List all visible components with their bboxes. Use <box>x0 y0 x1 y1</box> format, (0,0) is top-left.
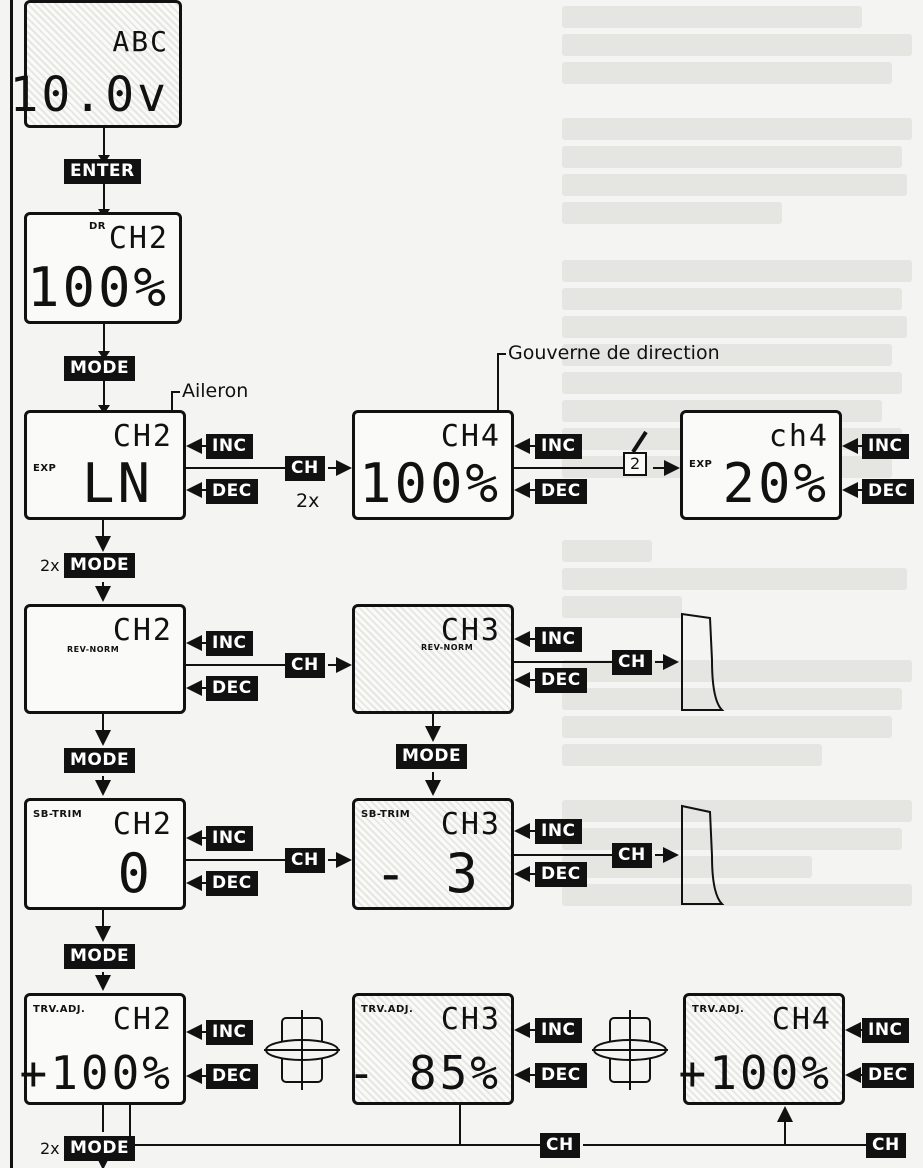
switch-lever <box>631 430 648 454</box>
lcd-big-value: 0 <box>117 842 153 905</box>
lcd-screen-ch4-rate: CH4 100 <box>352 410 514 520</box>
lcd-big-value: +100 <box>20 1050 173 1096</box>
lcd-top-text: CH2 <box>112 613 173 648</box>
ch-key[interactable]: CH <box>612 650 652 675</box>
lcd-big-value: 100 <box>359 457 501 511</box>
lcd-screen-ch2-travel: TRV.ADJ. CH2 +100 <box>20 993 186 1105</box>
inc-key[interactable]: INC <box>535 819 582 844</box>
mode-key[interactable]: MODE <box>64 944 136 969</box>
lcd-top-text: CH4 <box>440 419 501 454</box>
inc-key[interactable]: INC <box>206 826 253 851</box>
mode-2x-label: 2x <box>40 556 60 575</box>
ch-return-line <box>129 1105 540 1146</box>
curve-shape-rev <box>681 612 725 711</box>
mode-key[interactable]: MODE <box>396 744 468 769</box>
dec-key[interactable]: DEC <box>206 479 258 504</box>
lcd-tag: TRV.ADJ. <box>692 1004 745 1015</box>
inc-key[interactable]: INC <box>862 1018 909 1043</box>
lcd-screen-ch2-exp: EXP CH2 LN <box>24 410 186 520</box>
ch-key[interactable]: CH <box>540 1133 580 1158</box>
curve-shape-subtrim <box>681 804 725 905</box>
dec-key[interactable]: DEC <box>535 479 587 504</box>
lcd-big-value: 10.0v <box>9 67 169 123</box>
mode-key[interactable]: MODE <box>64 553 136 578</box>
inc-key[interactable]: INC <box>206 434 253 459</box>
mode-2x-label: 2x <box>40 1139 60 1158</box>
lcd-top-text: ch4 <box>768 419 829 454</box>
lcd-big-value: - 3 <box>374 842 481 905</box>
aileron-label: Aileron <box>182 380 249 402</box>
dec-key[interactable]: DEC <box>535 1063 587 1088</box>
servo-travel-icon <box>264 1010 340 1090</box>
lcd-tag: DR <box>89 221 107 232</box>
lcd-big-value: LN <box>81 452 153 515</box>
lcd-screen-ch4-exp: EXP ch4 20 <box>680 410 842 520</box>
lcd-screen-abc: ABC 10.0v <box>10 0 182 128</box>
lcd-big-value: +100 <box>679 1050 832 1096</box>
lcd-screen-ch3-subtrim: SB-TRIM CH3 - 3 <box>352 798 514 910</box>
ch-2x-label: 2x <box>296 490 320 512</box>
flow-arrow <box>98 324 110 360</box>
ch-key[interactable]: CH <box>285 456 325 481</box>
inc-key[interactable]: INC <box>535 1018 582 1043</box>
lcd-top-text: CH3 <box>440 807 501 842</box>
lcd-tag: TRV.ADJ. <box>361 1004 414 1015</box>
ch-key[interactable]: CH <box>285 653 325 678</box>
lcd-top-text: ABC <box>112 25 169 58</box>
lcd-top-text: CH4 <box>771 1002 832 1037</box>
lcd-tag: EXP <box>689 459 713 470</box>
switch-number: 2 <box>623 452 648 476</box>
dec-key[interactable]: DEC <box>862 479 914 504</box>
servo-travel-icon <box>592 1010 668 1090</box>
rudder-label: Gouverne de direction <box>508 342 720 364</box>
lcd-big-value: 20 <box>722 457 829 511</box>
lcd-tag: SB-TRIM <box>33 809 83 820</box>
ch-key[interactable]: CH <box>866 1133 906 1158</box>
dec-key[interactable]: DEC <box>206 676 258 701</box>
inc-key[interactable]: INC <box>535 627 582 652</box>
lcd-tag: SB-TRIM <box>361 809 411 820</box>
dec-key[interactable]: DEC <box>535 862 587 887</box>
lcd-screen-ch3-travel: TRV.ADJ. CH3 - 85 <box>348 993 514 1105</box>
lcd-screen-ch2-rev: REV-NORM CH2 <box>24 604 186 714</box>
enter-key[interactable]: ENTER <box>64 159 141 184</box>
lcd-big-value: 100 <box>27 261 169 315</box>
lcd-top-text: CH2 <box>112 807 173 842</box>
lcd-top-text: CH3 <box>440 1002 501 1037</box>
lcd-screen-ch3-rev: REV-NORM CH3 <box>352 604 514 714</box>
left-margin-bar <box>10 0 13 1168</box>
lcd-tag: TRV.ADJ. <box>33 1004 86 1015</box>
dec-key[interactable]: DEC <box>206 871 258 896</box>
inc-key[interactable]: INC <box>206 631 253 656</box>
mode-key[interactable]: MODE <box>64 356 136 381</box>
dec-key[interactable]: DEC <box>535 668 587 693</box>
aileron-bracket <box>171 391 180 410</box>
lcd-top-text: CH3 <box>440 613 501 648</box>
ch-key[interactable]: CH <box>612 843 652 868</box>
lcd-top-text: CH2 <box>108 221 169 256</box>
mode-key[interactable]: MODE <box>64 748 136 773</box>
dec-key[interactable]: DEC <box>206 1064 258 1089</box>
lcd-screen-ch2-subtrim: SB-TRIM CH2 0 <box>24 798 186 910</box>
rudder-bracket <box>497 353 506 410</box>
lcd-tag: EXP <box>33 463 57 474</box>
lcd-top-text: CH2 <box>112 419 173 454</box>
inc-key[interactable]: INC <box>206 1020 253 1045</box>
lcd-top-text: CH2 <box>112 1002 173 1037</box>
flow-arrow <box>98 380 110 414</box>
ch-key[interactable]: CH <box>285 848 325 873</box>
dec-key[interactable]: DEC <box>862 1063 914 1088</box>
lcd-screen-ch2-rate: DR CH2 100 <box>24 212 182 324</box>
lcd-big-value: - 85 <box>348 1050 501 1096</box>
lcd-tag: REV-NORM <box>421 643 474 652</box>
lcd-tag: REV-NORM <box>67 645 120 654</box>
lcd-screen-ch4-travel: TRV.ADJ. CH4 +100 <box>679 993 845 1105</box>
inc-key[interactable]: INC <box>535 434 582 459</box>
inc-key[interactable]: INC <box>862 434 909 459</box>
